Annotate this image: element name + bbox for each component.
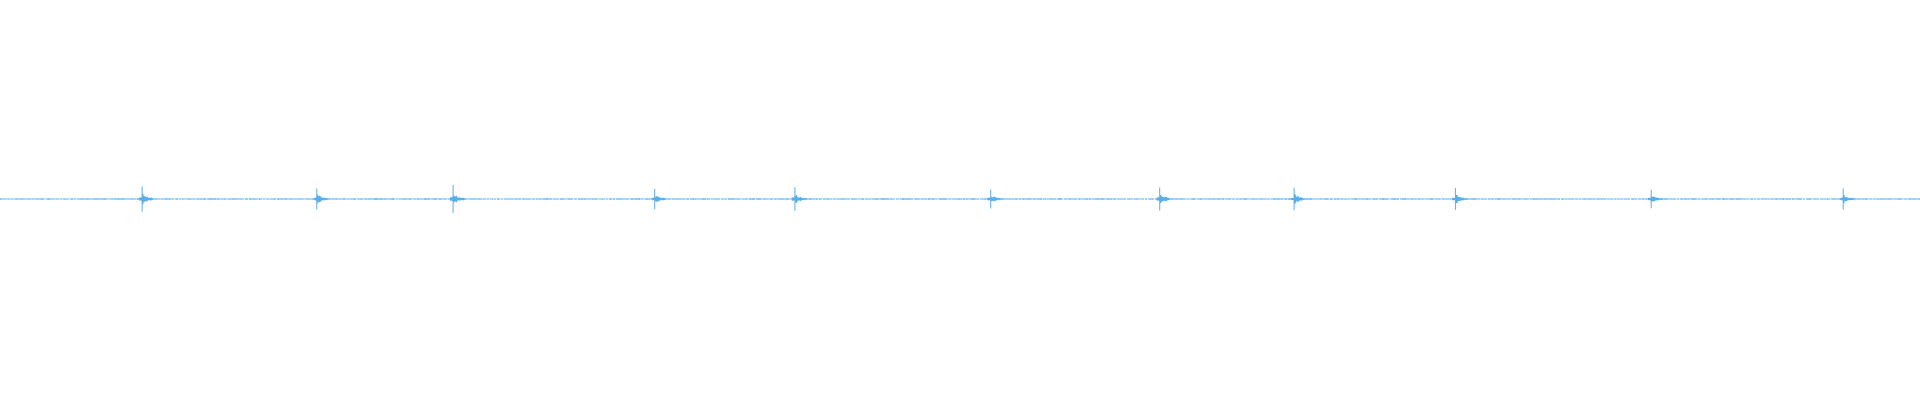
waveform-peak <box>791 187 818 211</box>
waveform-peak <box>138 186 166 212</box>
waveform-peak <box>1156 187 1183 211</box>
waveform-peak <box>1648 189 1675 209</box>
waveform-peaks <box>138 185 1867 213</box>
waveform-baseline <box>0 198 1920 200</box>
waveform-peak <box>1452 188 1479 210</box>
waveform-peak <box>987 189 1014 209</box>
waveform-peak <box>1840 188 1867 210</box>
waveform-peak <box>651 188 678 210</box>
waveform-peak <box>449 185 477 213</box>
waveform-peak <box>1290 187 1318 211</box>
waveform-peak <box>313 188 340 210</box>
